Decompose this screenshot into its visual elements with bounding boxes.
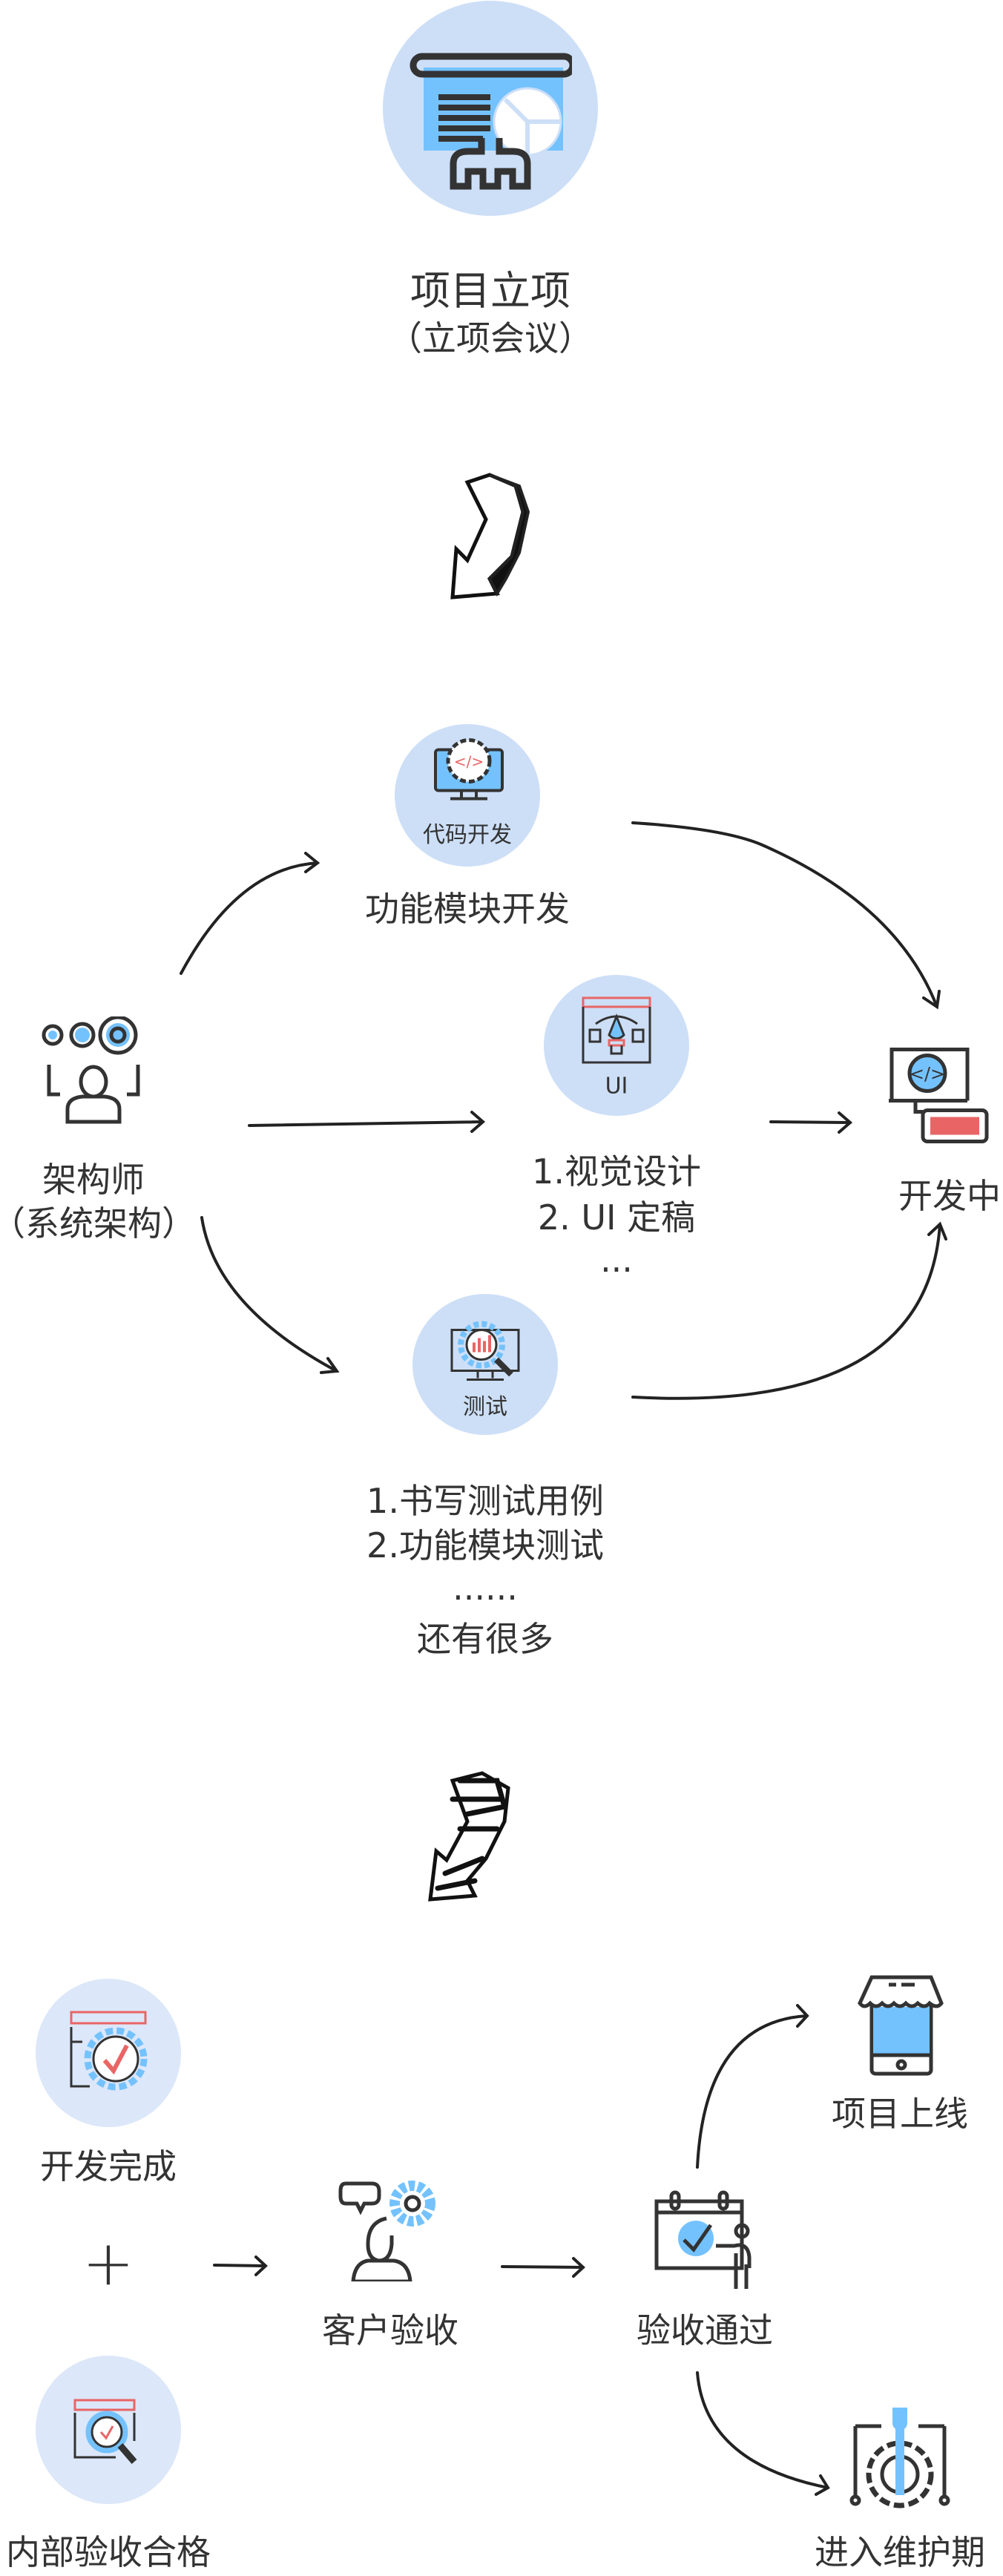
down-arrow-1 xyxy=(450,473,530,599)
test-line-1: 1.书写测试用例 xyxy=(366,1481,604,1521)
test-line-3: ...... xyxy=(453,1568,518,1608)
down-arrow-2 xyxy=(428,1771,510,1902)
code-computer-icon: </> xyxy=(889,1048,989,1143)
internal-check-label: 内部验收合格 xyxy=(6,2532,211,2572)
code-dev-circle-label: 代码开发 xyxy=(423,822,512,848)
arrow-passed-to-maintenance xyxy=(696,2371,830,2496)
online-label: 项目上线 xyxy=(832,2094,968,2134)
passed-label: 验收通过 xyxy=(637,2310,773,2350)
architect-team-icon xyxy=(42,1016,140,1124)
test-circle-label: 测试 xyxy=(463,1394,507,1420)
test-line-4: 还有很多 xyxy=(417,1619,553,1659)
plus-sign: + xyxy=(82,2227,135,2299)
mobile-store-icon xyxy=(858,1975,944,2076)
arrow-code-to-dev xyxy=(631,821,941,1010)
customer-support-icon xyxy=(338,2181,435,2281)
ui-line-2: 2. UI 定稿 xyxy=(537,1197,696,1238)
arrow-customer-to-passed xyxy=(501,2257,585,2278)
ui-design-pen-icon xyxy=(582,996,651,1064)
maintenance-label: 进入维护期 xyxy=(815,2532,985,2572)
customer-check-label: 客户验收 xyxy=(322,2310,458,2350)
search-check-icon xyxy=(73,2399,137,2464)
svg-text:</>: </> xyxy=(910,1064,945,1085)
settings-check-icon xyxy=(70,2011,148,2091)
arrow-plus-to-customer xyxy=(213,2255,268,2276)
architect-subtitle: （系统架构） xyxy=(0,1203,196,1243)
ui-line-1: 1.视觉设计 xyxy=(532,1151,701,1192)
code-dev-line-1: 功能模块开发 xyxy=(365,889,570,929)
arrow-architect-to-test xyxy=(200,1216,340,1374)
dev-done-label: 开发完成 xyxy=(40,2146,177,2186)
arrow-ui-to-dev xyxy=(769,1111,853,1134)
ui-line-3: ... xyxy=(600,1240,633,1280)
test-analytics-icon xyxy=(450,1321,520,1381)
arrow-passed-to-online xyxy=(696,2004,809,2169)
wrench-gear-icon xyxy=(849,2408,950,2508)
arrow-architect-to-ui xyxy=(248,1111,486,1133)
project-start-subtitle: （立项会议） xyxy=(388,318,593,358)
developing-label: 开发中 xyxy=(898,1176,1001,1216)
arrow-test-to-dev xyxy=(631,1221,947,1400)
code-gear-monitor-icon: </> xyxy=(434,738,504,801)
calendar-check-presenter-icon xyxy=(654,2190,752,2289)
svg-text:</>: </> xyxy=(454,753,484,771)
test-line-2: 2.功能模块测试 xyxy=(366,1525,604,1565)
presentation-board-icon xyxy=(410,53,572,190)
ui-circle-label: UI xyxy=(605,1073,628,1100)
architect-title: 架构师 xyxy=(42,1160,145,1200)
arrow-architect-to-code xyxy=(180,852,320,975)
project-start-title: 项目立项 xyxy=(410,267,570,315)
